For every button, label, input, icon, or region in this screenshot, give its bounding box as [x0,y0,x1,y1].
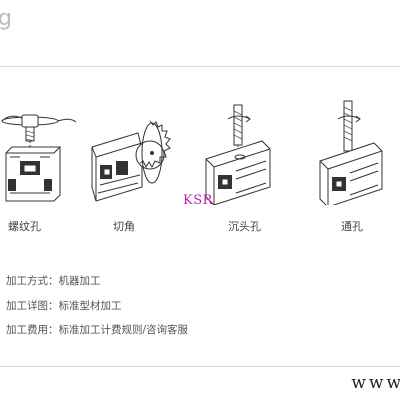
tapping-tool-icon [1,114,77,202]
drill-bit-icon [319,100,383,205]
process-label-tapped-hole: 螺纹孔 [8,220,41,233]
bottom-divider [0,366,400,367]
processing-cost: 加工费用：标准加工计费规则/咨询客服 [6,324,189,336]
saw-blade-icon [91,120,171,202]
processing-method: 加工方式：机器加工 [6,275,101,287]
watermark: www [351,373,400,393]
top-divider [0,66,400,67]
process-label-countersink-hole: 沉头孔 [228,220,261,233]
countersink-drill-icon [205,104,271,205]
process-label-through-hole: 通孔 [341,220,363,233]
processing-detail: 加工详图：标准型材加工 [6,300,122,312]
process-label-corner-cut: 切角 [113,220,135,233]
processing-illustrations [1,100,383,205]
section-title: g [0,6,13,31]
brand-logo: KSR [183,193,213,208]
